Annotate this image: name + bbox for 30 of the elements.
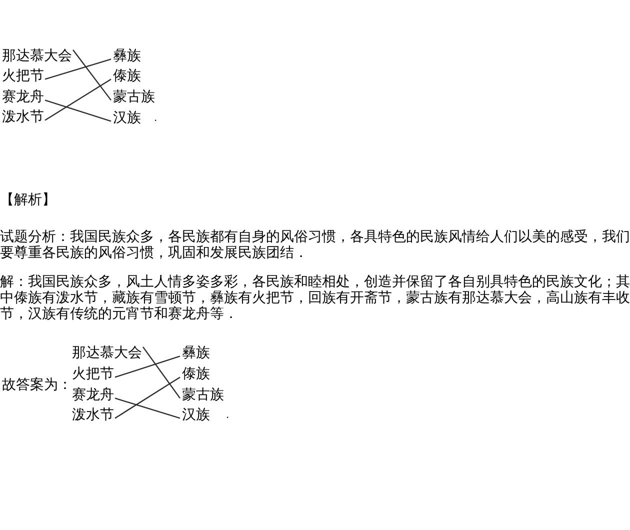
matching-line [142, 346, 180, 399]
festival-text: 火把节 [2, 68, 44, 84]
analysis-heading: 【解析】 [0, 192, 56, 208]
matching-line [44, 100, 112, 122]
matching-line [114, 376, 180, 419]
festival-text: 泼水节 [72, 407, 114, 423]
ethnic-group-text: 彝族 [182, 345, 210, 361]
matching-line [44, 78, 112, 121]
matching-line [114, 356, 180, 378]
festival-text: 赛龙舟 [72, 387, 114, 403]
ethnic-group-text: 蒙古族 [113, 89, 155, 105]
festival-text: 那达慕大会 [72, 345, 142, 361]
matching-line [114, 398, 180, 419]
ethnic-group-text: 傣族 [113, 68, 141, 84]
matching-line [72, 50, 112, 101]
festival-text: 赛龙舟 [2, 89, 44, 105]
festival-text: 火把节 [72, 366, 114, 382]
period-mark: . [154, 114, 158, 124]
ethnic-group-text: 汉族 [182, 407, 210, 423]
festival-text: 泼水节 [2, 109, 44, 125]
analysis-paragraph: 试题分析：我国民族众多，各民族都有自身的风俗习惯，各具特色的民族风情给人们以美的感受，我们要尊重各民族的风俗习惯，巩固和发展民族团结． [0, 229, 630, 261]
ethnic-group-text: 蒙古族 [182, 387, 224, 403]
answer-prefix: 故答案为： [2, 377, 72, 393]
solution-paragraph: 解：我国民族众多，风土人情多姿多彩，各民族和睦相处，创造并保留了各自别具特色的民族文化；其中傣族有泼水节，藏族有雪顿节，彝族有火把节，回族有开斋节，蒙古族有那达慕大会，高山族有丰收节，汉族有传统的元宵节和赛龙舟等． [0, 274, 630, 322]
ethnic-group-text: 汉族 [113, 110, 141, 126]
matching-line [44, 58, 112, 80]
ethnic-group-text: 彝族 [113, 48, 141, 64]
period-mark: . [226, 411, 230, 421]
ethnic-group-text: 傣族 [182, 366, 210, 382]
festival-text: 那达慕大会 [2, 48, 72, 64]
